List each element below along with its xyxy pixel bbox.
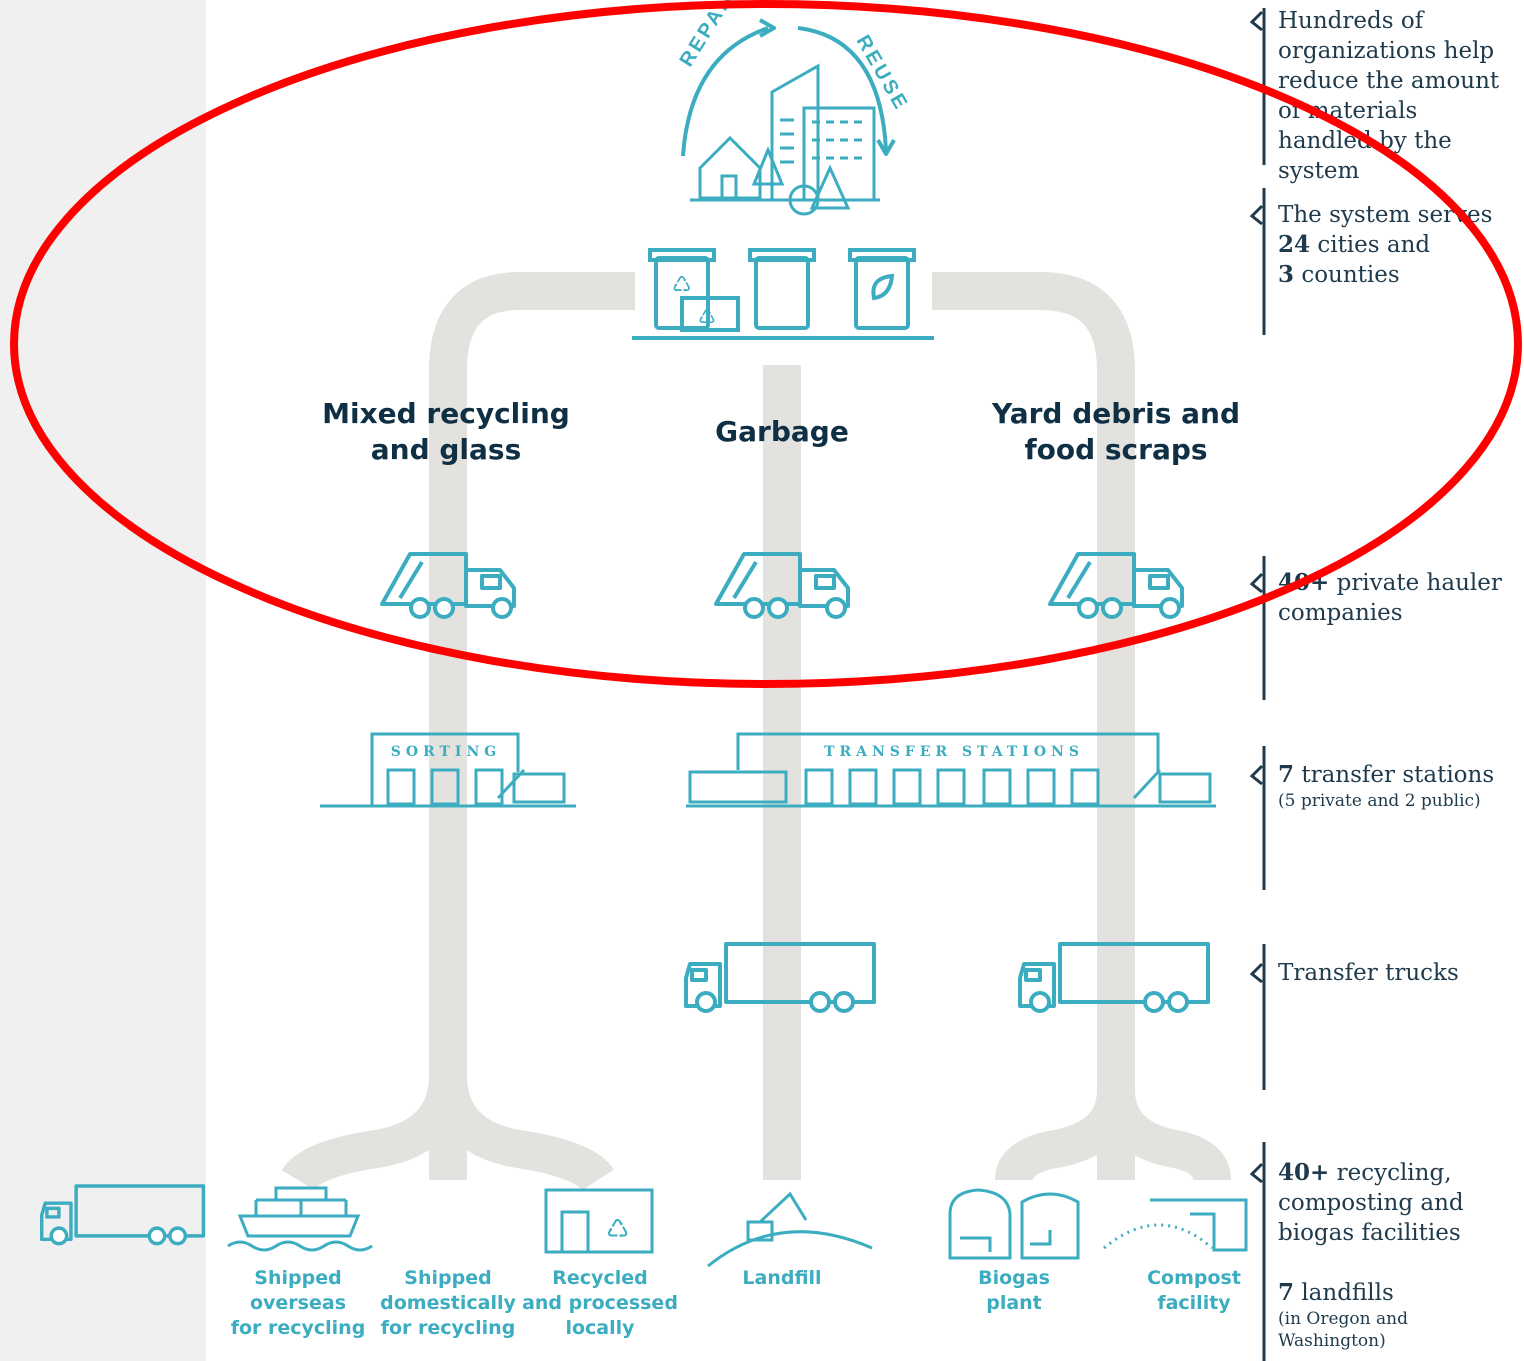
left-margin-panel — [0, 0, 206, 1361]
stream-label-garbage: Garbage — [715, 415, 849, 448]
city-icon — [690, 63, 880, 216]
note-landfills: 7 landfills (in Oregon and Washington) — [1278, 1279, 1408, 1351]
outcome-biogas: Biogas plant — [978, 1267, 1050, 1314]
outcome-overseas: Shipped overseas for recycling — [230, 1267, 366, 1339]
note-transfer-trucks: Transfer trucks — [1278, 960, 1459, 986]
annotation-brackets — [1249, 8, 1266, 1361]
transfer-stations-label: TRANSFER STATIONS — [824, 744, 1084, 760]
recycle-symbol: ♺ — [606, 1215, 629, 1245]
transfer-station-icon — [686, 732, 1216, 808]
outcome-local: Recycled and processed locally — [522, 1267, 678, 1339]
note-system-serves: The system serves 24 cities and 3 counti… — [1278, 202, 1493, 288]
note-organizations: Hundreds of organizations help reduce th… — [1278, 8, 1500, 184]
recycle-symbol: ♺ — [698, 305, 716, 329]
repair-label: REPAIR — [676, 0, 743, 71]
ship-icon — [227, 1186, 373, 1252]
recycle-symbol: ♺ — [672, 273, 692, 298]
compost-facility-icon — [1103, 1198, 1248, 1252]
landfill-icon — [707, 1191, 873, 1268]
biogas-plant-icon — [948, 1188, 1080, 1260]
outcome-landfill: Landfill — [742, 1267, 822, 1289]
sorting-facility-icon — [320, 732, 576, 808]
note-haulers: 40+ private hauler companies — [1278, 569, 1502, 626]
outcome-domestic: Shipped domestically for recycling — [380, 1267, 516, 1339]
note-facilities: 40+ recycling, composting and biogas fac… — [1278, 1159, 1464, 1246]
note-transfer-stations: 7 transfer stations (5 private and 2 pub… — [1278, 761, 1495, 811]
reuse-label: REUSE — [852, 32, 913, 116]
outcome-compost: Compost facility — [1147, 1267, 1241, 1314]
local-plant-icon — [544, 1188, 654, 1254]
sorting-label: SORTING — [391, 744, 501, 760]
